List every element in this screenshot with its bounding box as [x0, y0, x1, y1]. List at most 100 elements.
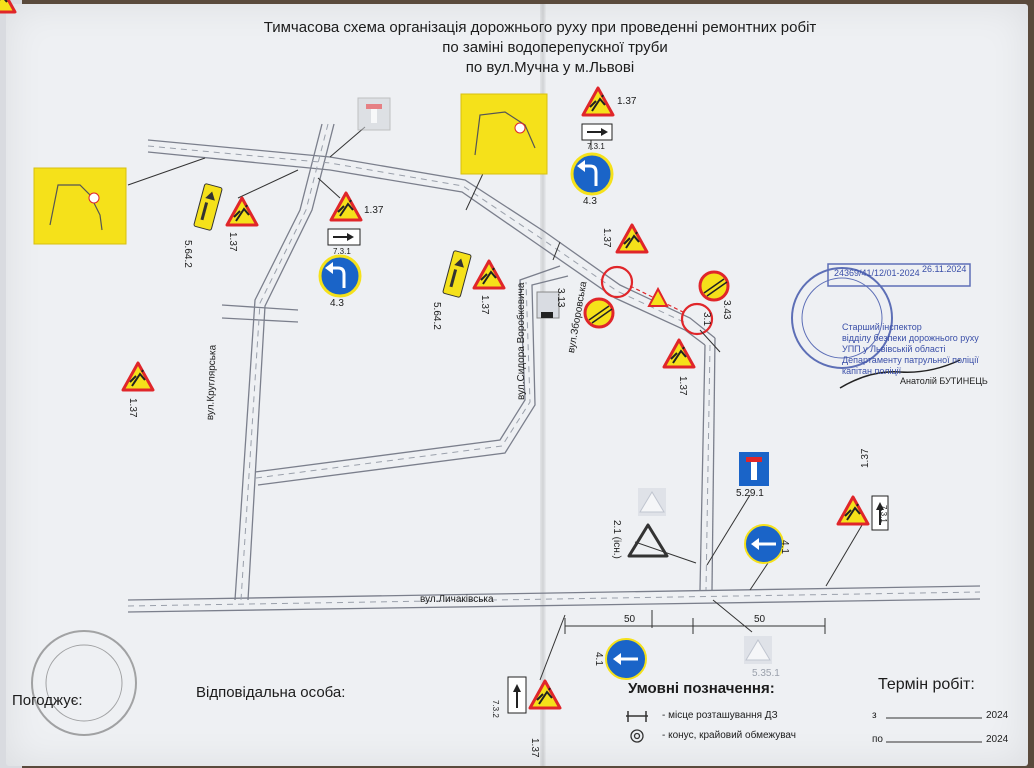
direction-plate-2 [327, 228, 361, 246]
code-41-right: 4.1 [779, 540, 790, 554]
code-313: 3.13 [555, 288, 566, 308]
side-street-east-edge [711, 337, 716, 591]
side-street-west-edge [699, 344, 706, 591]
roadworks-sign-2 [225, 196, 259, 227]
code-41-bottom: 4.1 [593, 652, 604, 666]
code-343: 3.43 [721, 300, 732, 320]
vorobkevycha-edge-2 [257, 275, 569, 486]
stamp-line-3: УПП у Львівській області [842, 344, 946, 354]
lychakivska-edge-1 [127, 585, 981, 601]
legend-sign-location-symbol [626, 711, 648, 722]
street-lychakivska: вул.Личаківська [420, 594, 494, 605]
title-line-1: Тимчасова схема організація дорожнього р… [263, 19, 817, 36]
code-5642-left: 5.64.2 [182, 240, 193, 268]
distance-left: 50 [624, 614, 636, 625]
roadworks-sign-9 [528, 679, 562, 710]
term-from-year: 2024 [986, 710, 1009, 721]
code-5642-mid: 5.64.2 [431, 302, 442, 330]
legend-title: Умовні позначення: [628, 680, 775, 697]
code-43-left: 4.3 [330, 298, 344, 309]
roadworks-sign-1 [581, 86, 615, 117]
street-vorobkevycha: вул.Сидора Воробкевича [516, 282, 527, 400]
kruhlyarska-edge-2 [247, 123, 335, 601]
straight-left-sign-bottom [605, 638, 647, 680]
signature [839, 359, 961, 389]
dead-end-sign-top [357, 97, 391, 131]
detour-plate-mid [442, 250, 472, 298]
direction-plate-1 [581, 123, 613, 141]
vorobkevycha-edge-1 [254, 265, 561, 473]
responsible-label: Відповідальна особа: [196, 684, 346, 701]
code-731-right: 7.3.1 [879, 505, 888, 523]
lychakivska-edge-2 [127, 598, 981, 613]
stamp-line-2: відділу безпеки дорожнього руху [842, 333, 979, 343]
term-from-label: з [872, 710, 877, 721]
detour-plate-left [193, 183, 223, 231]
code-31: 3.1 [701, 312, 712, 326]
info-board-top [460, 93, 548, 175]
turn-left-sign-left [318, 254, 362, 298]
turn-left-sign-top [570, 152, 614, 196]
code-137-c: 1.37 [127, 398, 138, 418]
code-21: 2.1 (існ.) [611, 520, 622, 559]
mucha-street-edge-2 [147, 151, 706, 346]
term-to-year: 2024 [986, 734, 1009, 745]
code-137-top: 1.37 [617, 96, 637, 107]
stamp-line-4: Департаменту патрульної поліції [842, 355, 979, 365]
info-board-left [33, 167, 127, 245]
yield-sign [627, 523, 669, 558]
work-zone [600, 265, 714, 336]
code-137-a: 1.37 [227, 232, 238, 252]
code-731-left: 7.3.1 [333, 247, 351, 256]
stamp-line-5: капітан поліції [842, 366, 902, 376]
cone-limiter-2 [680, 302, 714, 336]
roadworks-sign-6 [662, 338, 696, 369]
stamp-signatory: Анатолій БУТИНЕЦЬ [900, 376, 988, 386]
straight-left-sign-right [744, 524, 784, 564]
roadworks-sign-8 [836, 495, 870, 526]
title-line-2: по заміні водоперепускної труби [442, 39, 668, 56]
term-to-label: по [872, 734, 883, 745]
crosswalk-sign-faded [744, 636, 772, 664]
agreed-label: Погоджує: [12, 692, 83, 709]
code-43-top: 4.3 [583, 196, 597, 207]
code-137-b: 1.37 [479, 295, 490, 315]
legend-item-cone: - конус, крайовий обмежувач [662, 730, 796, 741]
agreement-stamp [31, 630, 137, 736]
faded-sign-right [638, 488, 666, 516]
code-5351: 5.35.1 [752, 668, 780, 679]
no-overtaking-sign-1 [698, 270, 730, 302]
legend-item-sign-location: - місце розташування ДЗ [662, 710, 778, 721]
dead-end-sign-right [739, 452, 769, 486]
page-fold [540, 4, 546, 766]
term-title: Термін робіт: [878, 676, 975, 693]
stamp-date: 26.11.2024 [922, 264, 967, 274]
code-732: 7.3.2 [491, 700, 500, 718]
dead-end-sign-small [536, 291, 560, 319]
cross-street-left [221, 304, 299, 323]
title-line-3: по вул.Мучна у м.Львові [465, 59, 635, 76]
code-137-left: 1.37 [364, 205, 384, 216]
kruhlyarska-edge-1 [234, 123, 323, 601]
code-137-f: 1.37 [860, 448, 871, 468]
no-overtaking-sign-2 [583, 297, 615, 329]
distance-right: 50 [754, 614, 766, 625]
legend-cone-symbol [630, 729, 644, 743]
direction-plate-3 [871, 495, 889, 531]
roadworks-sign-5 [615, 223, 649, 254]
code-731-top: 7.3.1 [587, 142, 605, 151]
cone-limiter-1 [600, 265, 634, 299]
code-137-d: 1.37 [601, 228, 612, 248]
roadworks-sign-7 [121, 361, 155, 392]
barrier-triangle [647, 286, 669, 307]
stamp-number: 24369/41/12/01-2024 [834, 268, 920, 278]
code-5291: 5.29.1 [736, 488, 764, 499]
roadworks-sign-3 [329, 191, 363, 222]
roadworks-sign-4 [472, 259, 506, 290]
code-137-g: 1.37 [529, 738, 540, 758]
police-stamp [791, 263, 971, 369]
direction-plate-4 [507, 676, 527, 714]
code-137-e: 1.37 [677, 376, 688, 396]
stamp-line-1: Старший інспектор [842, 322, 922, 332]
